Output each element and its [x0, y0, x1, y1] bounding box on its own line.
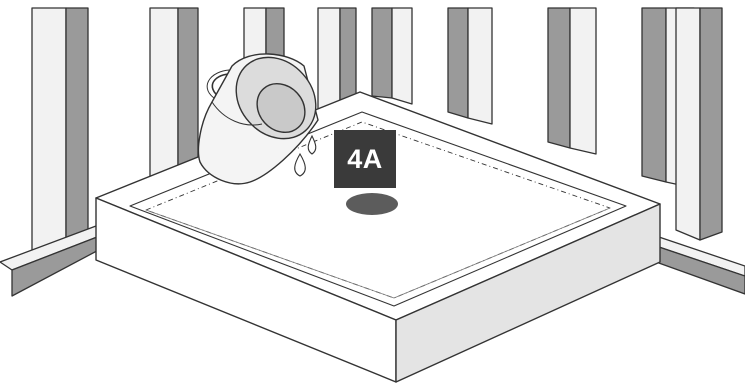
step-label-badge: 4A	[334, 130, 396, 188]
drain-icon	[346, 193, 398, 215]
